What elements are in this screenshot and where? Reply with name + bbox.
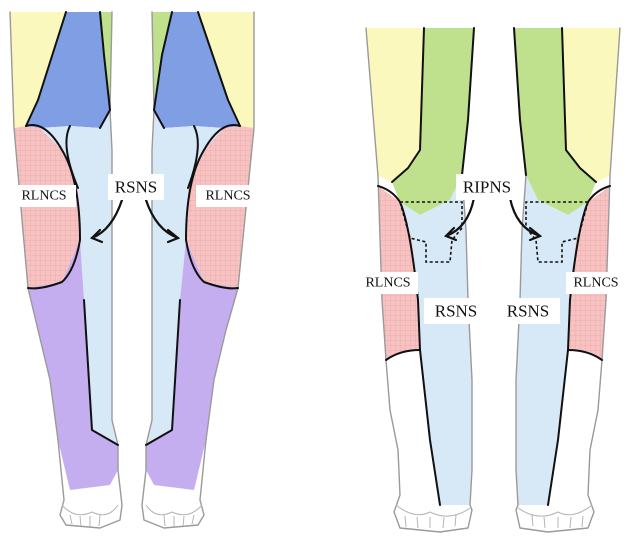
- label-rlncs-left: RLNCS: [21, 189, 66, 204]
- label-ripns: RIPNS: [463, 178, 511, 197]
- label-rlncs-left: RLNCS: [365, 276, 410, 291]
- left-figure-left-leg: [10, 12, 122, 528]
- left-figure-right-leg: [142, 12, 254, 528]
- label-rsns-left: RSNS: [435, 302, 478, 321]
- label-rsns: RSNS: [115, 178, 158, 197]
- label-rsns-right: RSNS: [507, 302, 550, 321]
- label-rlncs-right: RLNCS: [573, 276, 618, 291]
- label-rlncs-right: RLNCS: [205, 189, 250, 204]
